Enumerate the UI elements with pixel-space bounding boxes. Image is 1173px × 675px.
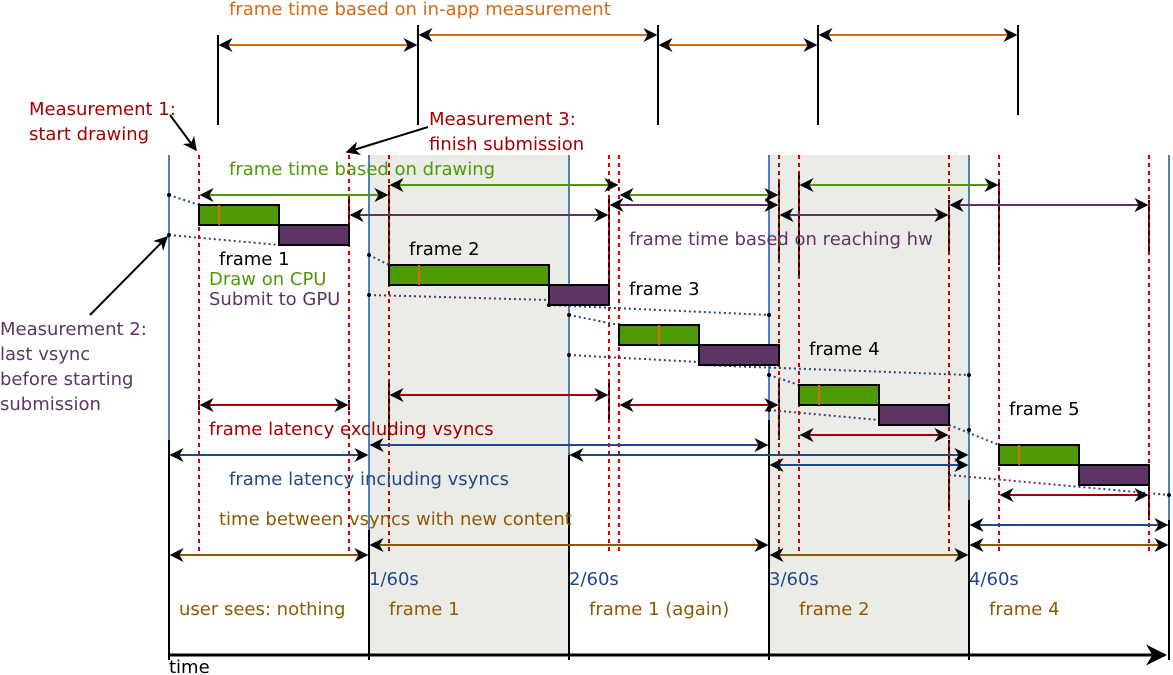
user-sees-2: frame 1 (again) — [589, 599, 729, 620]
frame-3-submit-bar — [698, 344, 780, 366]
measurement2-label-line2: last vsync — [0, 344, 90, 365]
frame-time-hw-label: frame time based on reaching hw — [629, 229, 933, 250]
measurement1-label-line1: Measurement 1: — [29, 99, 176, 120]
frame-1-draw-bar — [198, 204, 280, 226]
frame-2-bars — [388, 264, 610, 306]
latency-incl-arrows — [169, 438, 1169, 532]
inapp-arrows — [218, 28, 1018, 52]
frame-4-submit-bar — [878, 404, 950, 426]
user-sees-1: frame 1 — [389, 599, 460, 620]
measurement3-label-line1: Measurement 3: — [429, 109, 576, 130]
frame-2-submit-bar — [548, 284, 610, 306]
frame-5-label: frame 5 — [1009, 399, 1080, 420]
measurement-pointers — [89, 114, 429, 316]
vsync-tick-3: 3/60s — [769, 569, 819, 590]
vsync-tick-2: 2/60s — [569, 569, 619, 590]
user-sees-4: frame 4 — [989, 599, 1060, 620]
shade-band-1 — [369, 155, 569, 655]
frame-time-inapp-label: frame time based on in-app measurement — [229, 0, 611, 20]
measurement3-label-line2: finish submission — [429, 134, 584, 155]
frame-2-draw-bar — [388, 264, 550, 286]
inapp-lines — [217, 25, 1019, 125]
latency-incl-label: frame latency including vsyncs — [229, 469, 509, 490]
user-sees-0: user sees: nothing — [179, 599, 345, 620]
between-vsyncs-label: time between vsyncs with new content — [219, 509, 572, 530]
vsync-tick-4: 4/60s — [969, 569, 1019, 590]
measurement2-label-line1: Measurement 2: — [0, 319, 147, 340]
measurement1-label-line2: start drawing — [29, 124, 149, 145]
frame-5-bars — [998, 444, 1150, 486]
drawing-arrows — [199, 178, 999, 202]
frame-1-submit-bar — [278, 224, 350, 246]
user-sees-3: frame 2 — [799, 599, 870, 620]
frame-1-bars — [198, 204, 350, 246]
frame-1-label: frame 1 — [219, 249, 290, 270]
frame-time-drawing-label: frame time based on drawing — [229, 159, 495, 180]
between-vsyncs-arrows — [169, 538, 1169, 562]
latency-excl-label: frame latency excluding vsyncs — [209, 419, 494, 440]
dotted-connectors — [168, 194, 1170, 496]
measurement2-label-line3: before starting — [0, 369, 133, 390]
frame-4-label: frame 4 — [809, 339, 880, 360]
frame-4-draw-bar — [798, 384, 880, 406]
legend-draw-label: Draw on CPU — [209, 269, 326, 290]
frame-5-submit-bar — [1078, 464, 1150, 486]
vsync-tick-1: 1/60s — [369, 569, 419, 590]
frame-3-bars — [618, 324, 780, 366]
time-axis-label: time — [169, 657, 210, 675]
measurement2-label-line4: submission — [0, 394, 101, 415]
hw-arrows — [349, 198, 1149, 222]
frame-2-label: frame 2 — [409, 239, 480, 260]
frame-3-label: frame 3 — [629, 279, 700, 300]
frame-5-draw-bar — [998, 444, 1080, 466]
frame-4-bars — [798, 384, 950, 426]
latency-excl-arrows — [199, 388, 1149, 502]
legend-submit-label: Submit to GPU — [209, 289, 340, 310]
